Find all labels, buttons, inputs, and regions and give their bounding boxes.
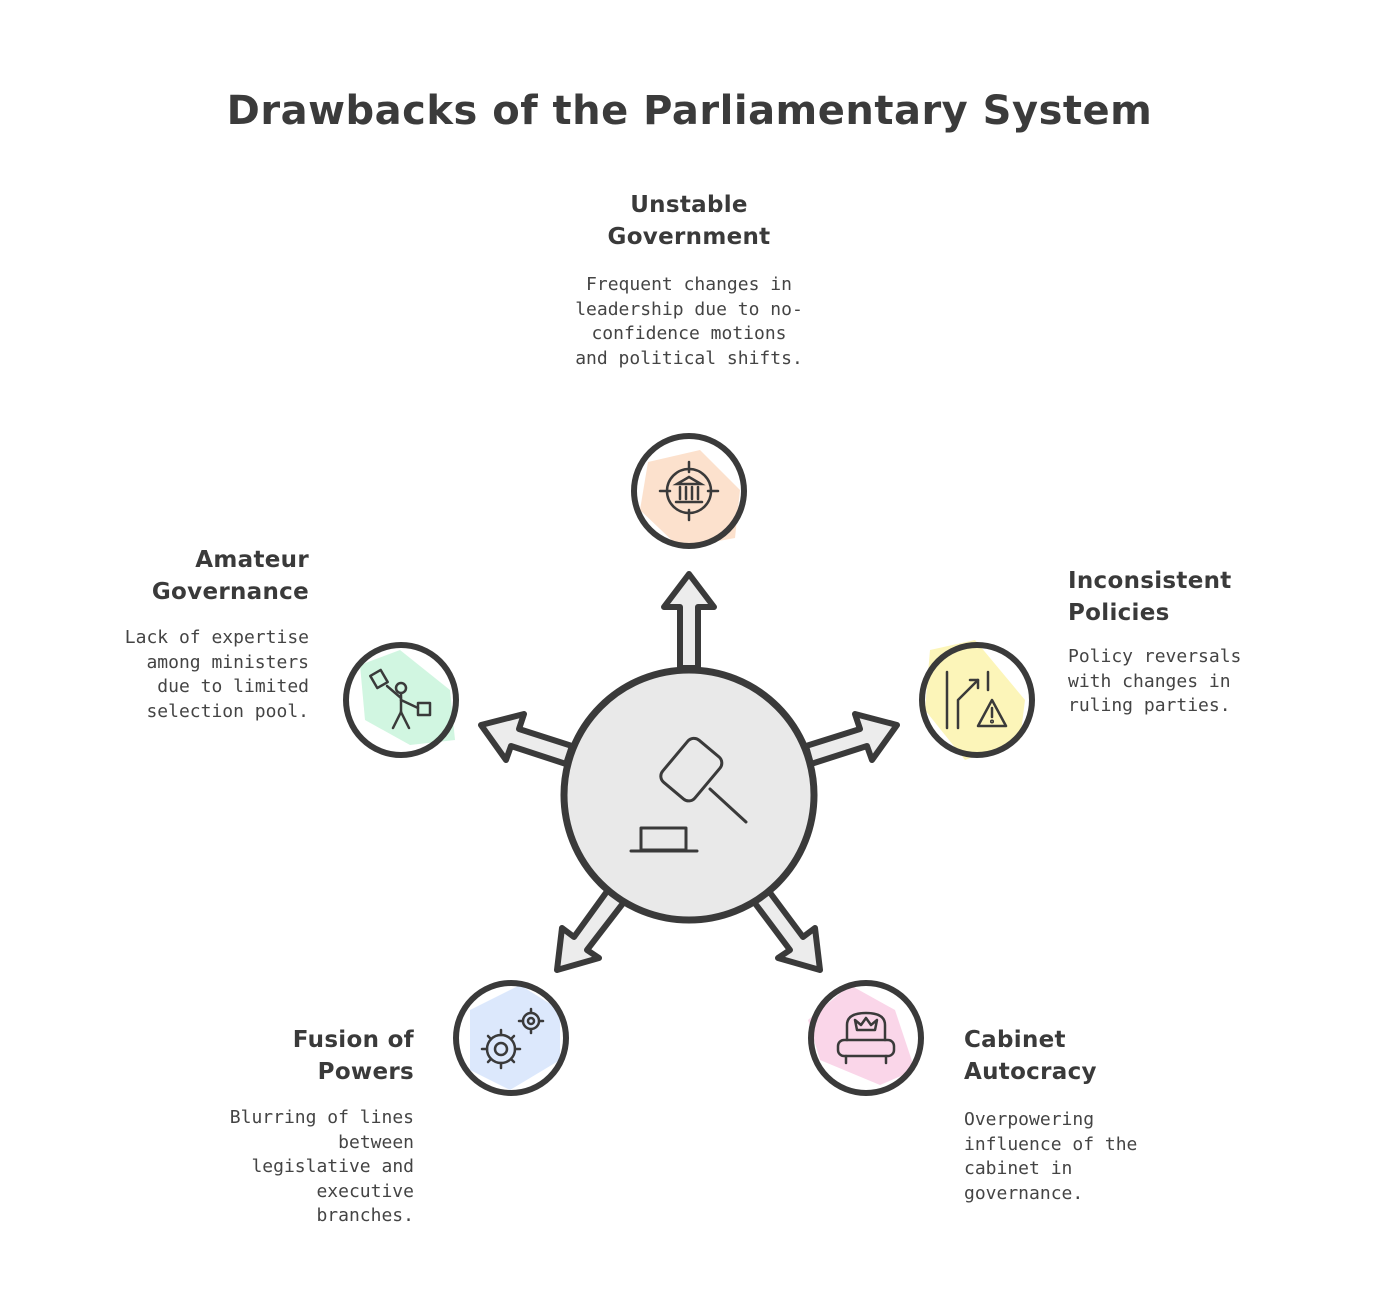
gavel-icon — [629, 736, 748, 853]
block-amateur-governance: Amateur Governance Lack of expertise amo… — [9, 544, 309, 724]
heading-amateur-governance: Amateur Governance — [151, 547, 309, 605]
node-cabinet-autocracy — [808, 980, 924, 1096]
arrow-up — [661, 571, 717, 671]
arrow-right — [803, 711, 900, 767]
juggling-person-icon — [369, 668, 432, 730]
block-unstable-government: Unstable Government Frequent changes in … — [539, 189, 839, 371]
description-fusion-of-powers: Blurring of lines between legislative an… — [229, 1107, 414, 1226]
heading-inconsistent-policies: Inconsistent Policies — [1068, 568, 1232, 626]
description-inconsistent-policies: Policy reversals with changes in ruling … — [1068, 646, 1242, 716]
throne-crown-icon — [836, 1011, 896, 1065]
description-amateur-governance: Lack of expertise among ministers due to… — [124, 627, 309, 722]
arrow-left — [478, 711, 575, 767]
diagram-title: Drawbacks of the Parliamentary System — [226, 88, 1153, 134]
gears-icon — [480, 1007, 545, 1070]
description-cabinet-autocracy: Overpowering influence of the cabinet in… — [964, 1109, 1138, 1204]
hub-circle — [560, 666, 818, 924]
block-cabinet-autocracy: Cabinet Autocracy Overpowering influence… — [964, 1024, 1264, 1206]
heading-unstable-government: Unstable Government — [607, 192, 771, 250]
block-inconsistent-policies: Inconsistent Policies Policy reversals w… — [1068, 565, 1348, 719]
road-warning-icon — [945, 670, 1008, 730]
description-unstable-government: Frequent changes in leadership due to no… — [575, 274, 803, 369]
connector-arrows — [478, 571, 900, 973]
arrow-down-right — [751, 887, 823, 973]
node-fusion-of-powers — [453, 980, 569, 1096]
arrow-down-left — [554, 887, 627, 973]
node-unstable-government — [631, 433, 747, 549]
block-fusion-of-powers: Fusion of Powers Blurring of lines betwe… — [114, 1024, 414, 1229]
hub — [560, 666, 818, 924]
node-inconsistent-policies — [919, 640, 1035, 760]
node-amateur-governance — [343, 642, 459, 758]
government-building-target-icon — [658, 460, 720, 522]
heading-fusion-of-powers: Fusion of Powers — [292, 1027, 414, 1085]
heading-cabinet-autocracy: Cabinet Autocracy — [964, 1027, 1097, 1085]
